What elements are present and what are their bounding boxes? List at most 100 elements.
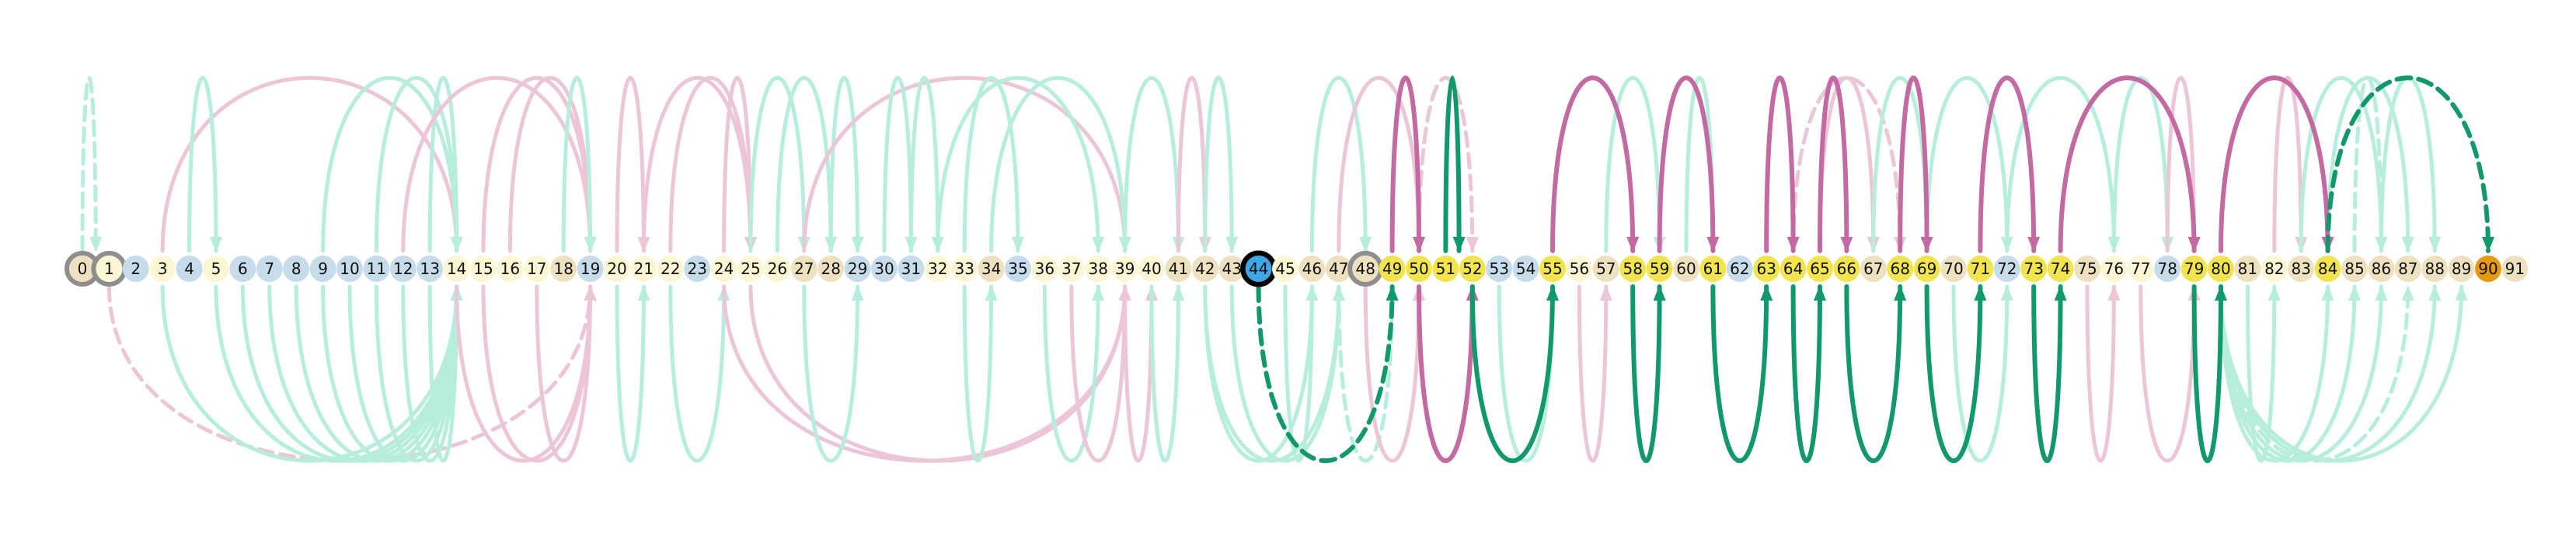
node-circle bbox=[1512, 256, 1539, 282]
highlighted-arc-arrowhead bbox=[1974, 285, 1987, 301]
faded-arc bbox=[828, 75, 860, 253]
faded-arc bbox=[989, 75, 1128, 253]
faded-arc bbox=[615, 284, 646, 463]
node-label: 32 bbox=[928, 259, 947, 278]
node-label: 7 bbox=[264, 259, 274, 278]
node-label: 43 bbox=[1222, 259, 1241, 278]
faded-arc bbox=[561, 75, 593, 253]
node-label: 39 bbox=[1115, 259, 1135, 278]
node-circle bbox=[817, 256, 845, 282]
faded-arc bbox=[187, 75, 218, 253]
faded-arc bbox=[1283, 284, 1314, 463]
faded-arc bbox=[2245, 284, 2277, 463]
node-circle bbox=[2394, 256, 2421, 282]
node-label: 2 bbox=[131, 259, 141, 278]
node-circle bbox=[1486, 256, 1513, 282]
node-label: 28 bbox=[821, 259, 840, 278]
node-label: 31 bbox=[901, 259, 921, 278]
faded-arc-arrowhead bbox=[2107, 285, 2121, 301]
faded-arc-arrowhead bbox=[2401, 237, 2414, 252]
faded-arc-arrowhead bbox=[2455, 285, 2468, 301]
node-circle bbox=[1646, 256, 1673, 282]
node-circle bbox=[1138, 256, 1165, 282]
node-circle bbox=[924, 256, 951, 282]
faded-arc bbox=[775, 75, 833, 253]
faded-arc-arrowhead bbox=[851, 237, 864, 252]
node-circle bbox=[737, 256, 764, 282]
node-label: 4 bbox=[184, 259, 194, 278]
node-label: 59 bbox=[1650, 259, 1669, 278]
node-label: 66 bbox=[1837, 259, 1856, 278]
faded-arc bbox=[1176, 75, 1208, 253]
node-label: 21 bbox=[634, 259, 654, 278]
node-circle bbox=[2100, 256, 2128, 282]
highlighted-arc-arrowhead bbox=[1840, 237, 1853, 252]
faded-arc bbox=[2326, 76, 2410, 253]
highlighted-arc bbox=[1764, 75, 1796, 253]
faded-arc-arrowhead bbox=[985, 285, 998, 301]
node-label: 80 bbox=[2211, 259, 2230, 278]
node-circle bbox=[2154, 256, 2181, 282]
node-circle bbox=[1031, 256, 1058, 282]
highlighted-arc-arrowhead bbox=[1653, 285, 1666, 301]
node-circle bbox=[871, 256, 898, 282]
node-circle bbox=[550, 256, 577, 282]
highlighted-arc-arrowhead bbox=[1413, 237, 1425, 252]
node-circle bbox=[1860, 256, 1887, 282]
faded-arc bbox=[1791, 75, 1902, 253]
faded-arc-arrowhead bbox=[1359, 237, 1372, 252]
node-label: 29 bbox=[848, 259, 867, 278]
node-circle bbox=[1379, 256, 1406, 282]
node-circle bbox=[1539, 256, 1566, 282]
faded-arc bbox=[455, 284, 593, 463]
node-label: 56 bbox=[1570, 259, 1589, 278]
faded-arc bbox=[160, 75, 459, 253]
node-circle bbox=[2501, 256, 2529, 282]
node-circle bbox=[1592, 256, 1619, 282]
faded-arc-arrowhead bbox=[1172, 285, 1185, 301]
node-circle bbox=[1406, 256, 1432, 282]
node-circle bbox=[497, 256, 524, 282]
node-circle bbox=[203, 256, 229, 282]
node-label: 76 bbox=[2104, 259, 2124, 278]
node-label: 8 bbox=[291, 259, 302, 278]
node-circle bbox=[1272, 256, 1298, 282]
node-circle bbox=[604, 256, 630, 282]
faded-arc-arrowhead bbox=[1599, 285, 1612, 301]
faded-arc-arrowhead bbox=[210, 237, 222, 252]
node-label: 87 bbox=[2398, 259, 2417, 278]
node-circle bbox=[1726, 256, 1753, 282]
node-label: 52 bbox=[1462, 259, 1482, 278]
highlighted-arc-arrowhead bbox=[1786, 237, 1800, 252]
node-label: 9 bbox=[318, 259, 328, 278]
node-circle bbox=[844, 256, 871, 282]
node-circle bbox=[1432, 256, 1459, 282]
node-circle bbox=[229, 256, 256, 282]
node-circle bbox=[523, 256, 550, 282]
node-label: 11 bbox=[367, 259, 386, 278]
node-label: 41 bbox=[1169, 259, 1188, 278]
node-circle bbox=[417, 256, 444, 282]
highlighted-arc bbox=[1978, 75, 2037, 253]
node-label: 22 bbox=[661, 259, 680, 278]
node-label: 79 bbox=[2184, 259, 2204, 278]
node-label: 60 bbox=[1676, 259, 1696, 278]
highlighted-arc bbox=[1389, 75, 1421, 253]
node-circle bbox=[1298, 256, 1326, 282]
node-label: 17 bbox=[527, 259, 546, 278]
node-label: 20 bbox=[607, 259, 626, 278]
highlighted-arc-arrowhead bbox=[1386, 285, 1399, 301]
node-circle bbox=[470, 256, 497, 282]
node-label: 3 bbox=[158, 259, 168, 278]
faded-arc bbox=[908, 75, 940, 253]
node-label: 74 bbox=[2051, 259, 2070, 278]
node-circle bbox=[1887, 256, 1914, 282]
highlighted-arc bbox=[2031, 284, 2063, 464]
faded-arc bbox=[1203, 284, 1341, 463]
faded-arc bbox=[668, 76, 753, 253]
faded-arc bbox=[321, 75, 459, 253]
node-circle bbox=[1673, 256, 1699, 282]
highlighted-arc bbox=[1898, 75, 1929, 253]
node-label: 33 bbox=[954, 259, 974, 278]
highlighted-arc-arrowhead bbox=[2054, 285, 2067, 301]
